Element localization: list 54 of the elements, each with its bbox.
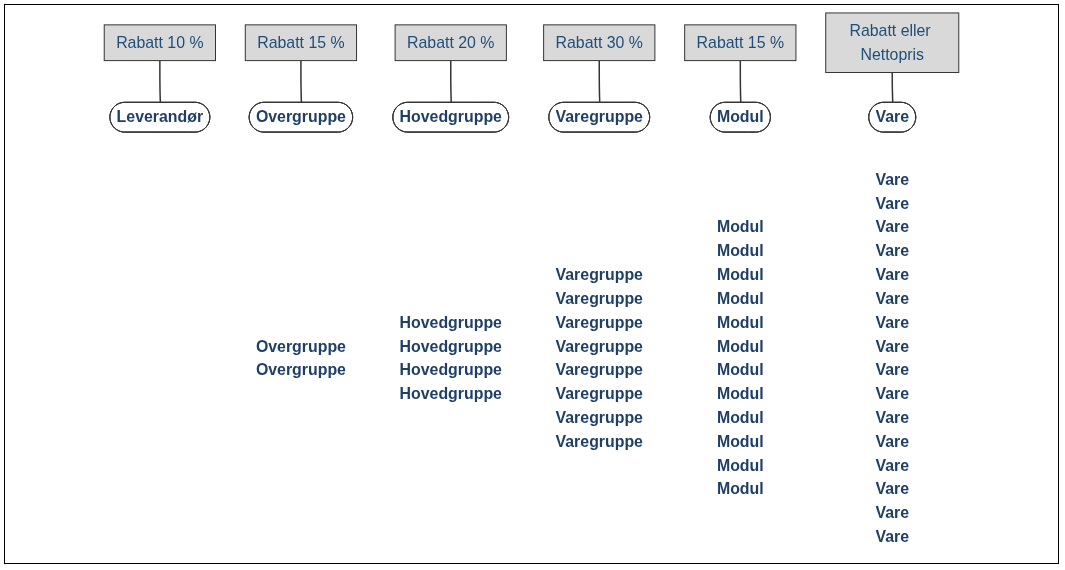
node-label: Vare xyxy=(875,432,910,450)
node-box: Rabatt 10 % xyxy=(103,24,216,62)
node-label: Modul xyxy=(716,313,764,331)
node-label: Varegruppe xyxy=(555,313,643,331)
node-label: Vare xyxy=(875,361,910,379)
node-label: Modul xyxy=(716,409,764,426)
node-label: Vare xyxy=(875,242,910,260)
node-label: Hovedgruppe xyxy=(399,337,502,355)
node-label: Modul xyxy=(716,218,764,236)
node-label: Vare xyxy=(875,456,910,474)
node-label: Hovedgruppe xyxy=(399,385,502,403)
node-label: Varegruppe xyxy=(555,385,643,403)
node-box: Rabatt 15 % xyxy=(244,24,358,62)
node-label: Modul xyxy=(716,266,764,284)
node-box: Rabatt 15 % xyxy=(684,24,797,62)
node-box: Rabatt eller Nettopris xyxy=(825,12,960,73)
node-label: Hovedgruppe xyxy=(399,361,502,379)
node-label: Hovedgruppe xyxy=(399,313,502,331)
node-label: Modul xyxy=(716,361,764,379)
node-label: Vare xyxy=(875,313,910,331)
node-label: Modul xyxy=(716,456,764,474)
node-label: Modul xyxy=(716,337,764,355)
node-label: Vare xyxy=(875,480,910,498)
connector xyxy=(159,59,162,104)
node-label: Varegruppe xyxy=(555,432,643,450)
node-label: Vare xyxy=(875,337,910,355)
node-label: Varegruppe xyxy=(555,337,643,355)
node-label: Vare xyxy=(875,289,910,307)
node-label: Vare xyxy=(875,170,910,188)
node-label: Varegruppe xyxy=(555,361,643,379)
node-label: Overgruppe xyxy=(255,361,346,379)
node-label: Vare xyxy=(875,266,910,284)
node-label: Vare xyxy=(875,504,910,522)
connector xyxy=(450,59,452,104)
node-label: Varegruppe xyxy=(555,289,643,307)
node-label: Vare xyxy=(875,385,910,403)
node-label: Vare xyxy=(875,528,910,546)
node-label: Varegruppe xyxy=(555,266,643,284)
node-box: Rabatt 20 % xyxy=(394,24,507,62)
node-label: Vare xyxy=(875,194,910,212)
node-label: Vare xyxy=(875,218,910,236)
node-label: Modul xyxy=(716,242,764,260)
node-label: Modul xyxy=(716,432,764,450)
connector xyxy=(598,59,601,104)
node-label: Vare xyxy=(875,409,910,426)
node-label: Varegruppe xyxy=(555,409,643,426)
connector xyxy=(739,59,742,104)
connector xyxy=(891,71,894,104)
node-label: Modul xyxy=(716,289,764,307)
connector xyxy=(300,59,303,104)
node-label: Overgruppe xyxy=(255,337,346,355)
node-box: Rabatt 30 % xyxy=(543,24,656,62)
node-label: Modul xyxy=(716,480,764,498)
node-label: Modul xyxy=(716,385,764,403)
